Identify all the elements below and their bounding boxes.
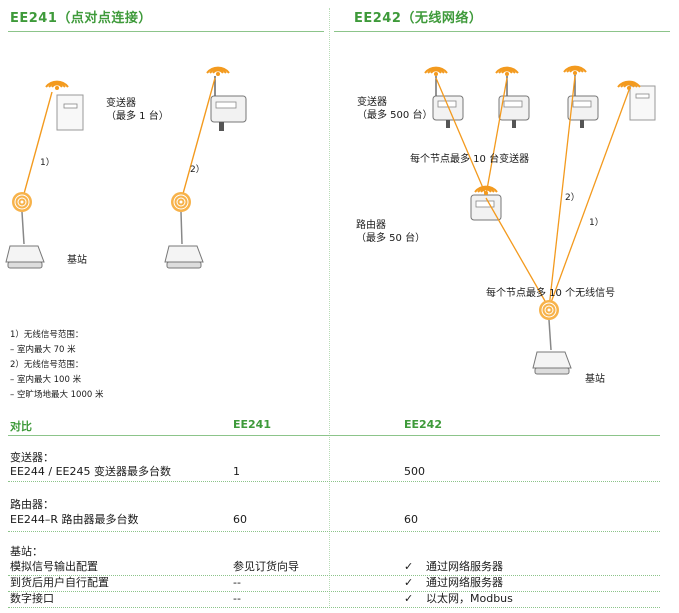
row-value-ee242: 60 — [404, 513, 418, 526]
check-icon: ✓ — [404, 560, 414, 573]
ee242-base-station — [532, 299, 572, 375]
ee241-transmitter-wall — [45, 80, 84, 131]
ee241-transmitter-probe — [206, 66, 247, 131]
row-separator — [8, 607, 660, 608]
group-title-base-station: 基站： — [10, 545, 43, 558]
ee241-transmitter-max: （最多 1 台） — [106, 111, 169, 122]
ee242-router-label: 路由器 — [356, 220, 386, 231]
ee241-base-station-2 — [164, 191, 204, 269]
ee242-transmitter-3 — [563, 65, 599, 128]
row-separator — [8, 531, 660, 532]
base-antenna-icon — [11, 191, 33, 213]
ee242-transmitter-2 — [495, 66, 530, 128]
check-icon: ✓ — [404, 592, 414, 605]
wifi-icon — [206, 66, 230, 77]
row-separator — [8, 591, 660, 592]
ee242-per-node-transmitters: 每个节点最多 10 台变送器 — [410, 154, 530, 165]
wifi-icon — [424, 66, 448, 77]
wifi-icon — [495, 66, 519, 77]
wifi-icon — [45, 80, 69, 91]
row-label-analog-output: 模拟信号输出配置 — [10, 560, 98, 573]
link-2-line — [180, 77, 216, 202]
row-value-ee242: 以太网，Modbus — [426, 592, 513, 605]
table-header-rule — [8, 435, 660, 436]
row-value-ee242: 500 — [404, 465, 425, 478]
table-header-compare: 对比 — [10, 420, 32, 433]
table-header-ee241: EE241 — [233, 418, 271, 431]
base-antenna-icon — [170, 191, 192, 213]
base-antenna-icon — [538, 299, 560, 321]
row-separator — [8, 481, 660, 482]
range-note-2: 2）无线信号范围： — [10, 360, 84, 370]
row-label-digital-interface: 数字接口 — [10, 592, 54, 605]
ee241-transmitter-label: 变送器 — [106, 98, 136, 109]
row-value-ee242: 通过网络服务器 — [426, 560, 503, 573]
range-note-2-indoor: – 室内最大 100 米 — [10, 375, 82, 385]
range-note-1: 1）无线信号范围： — [10, 330, 84, 340]
ee242-transmitter-label: 变送器 — [357, 97, 387, 108]
ee242-base-label: 基站 — [585, 374, 605, 385]
range-note-2-outdoor: – 空旷场地最大 1000 米 — [10, 390, 104, 400]
header-rule-right — [334, 31, 670, 32]
row-label-user-config: 到货后用户自行配置 — [10, 576, 109, 589]
header-rule-left — [8, 31, 324, 32]
ee241-link-2-label: 2） — [190, 165, 205, 175]
row-value-ee241: 1 — [233, 465, 240, 478]
wifi-icon — [563, 65, 587, 76]
row-value-ee241: 参见订货向导 — [233, 560, 299, 573]
row-value-ee241: -- — [233, 592, 241, 605]
group-title-routers: 路由器： — [10, 498, 54, 511]
ee242-transmitter-max: （最多 500 台） — [357, 110, 433, 121]
link-1-line — [21, 91, 53, 202]
table-header-ee242: EE242 — [404, 418, 442, 431]
ee242-per-node-signals: 每个节点最多 10 个无线信号 — [486, 288, 616, 299]
row-value-ee242: 通过网络服务器 — [426, 576, 503, 589]
group-title-transmitters: 变送器： — [10, 451, 54, 464]
ee241-base-label: 基站 — [67, 255, 87, 266]
row-value-ee241: -- — [233, 576, 241, 589]
row-separator — [8, 575, 660, 576]
range-note-1-indoor: – 室内最大 70 米 — [10, 345, 76, 355]
ee242-link-1-label: 1） — [589, 218, 604, 228]
ee241-link-1-label: 1） — [40, 158, 55, 168]
ee242-transmitter-wall — [617, 80, 656, 121]
section-title-ee241: EE241（点对点连接） — [10, 11, 152, 26]
row-label-max-transmitters: EE244 / EE245 变送器最多台数 — [10, 465, 171, 478]
check-icon: ✓ — [404, 576, 414, 589]
row-value-ee241: 60 — [233, 513, 247, 526]
ee242-link-2-label: 2） — [565, 193, 580, 203]
network-diagram — [5, 65, 656, 375]
ee241-base-station-1 — [5, 191, 45, 269]
row-label-max-routers: EE244–R 路由器最多台数 — [10, 513, 139, 526]
ee242-router-max: （最多 50 台） — [356, 233, 426, 244]
center-divider — [329, 8, 330, 608]
section-title-ee242: EE242（无线网络） — [354, 11, 483, 26]
